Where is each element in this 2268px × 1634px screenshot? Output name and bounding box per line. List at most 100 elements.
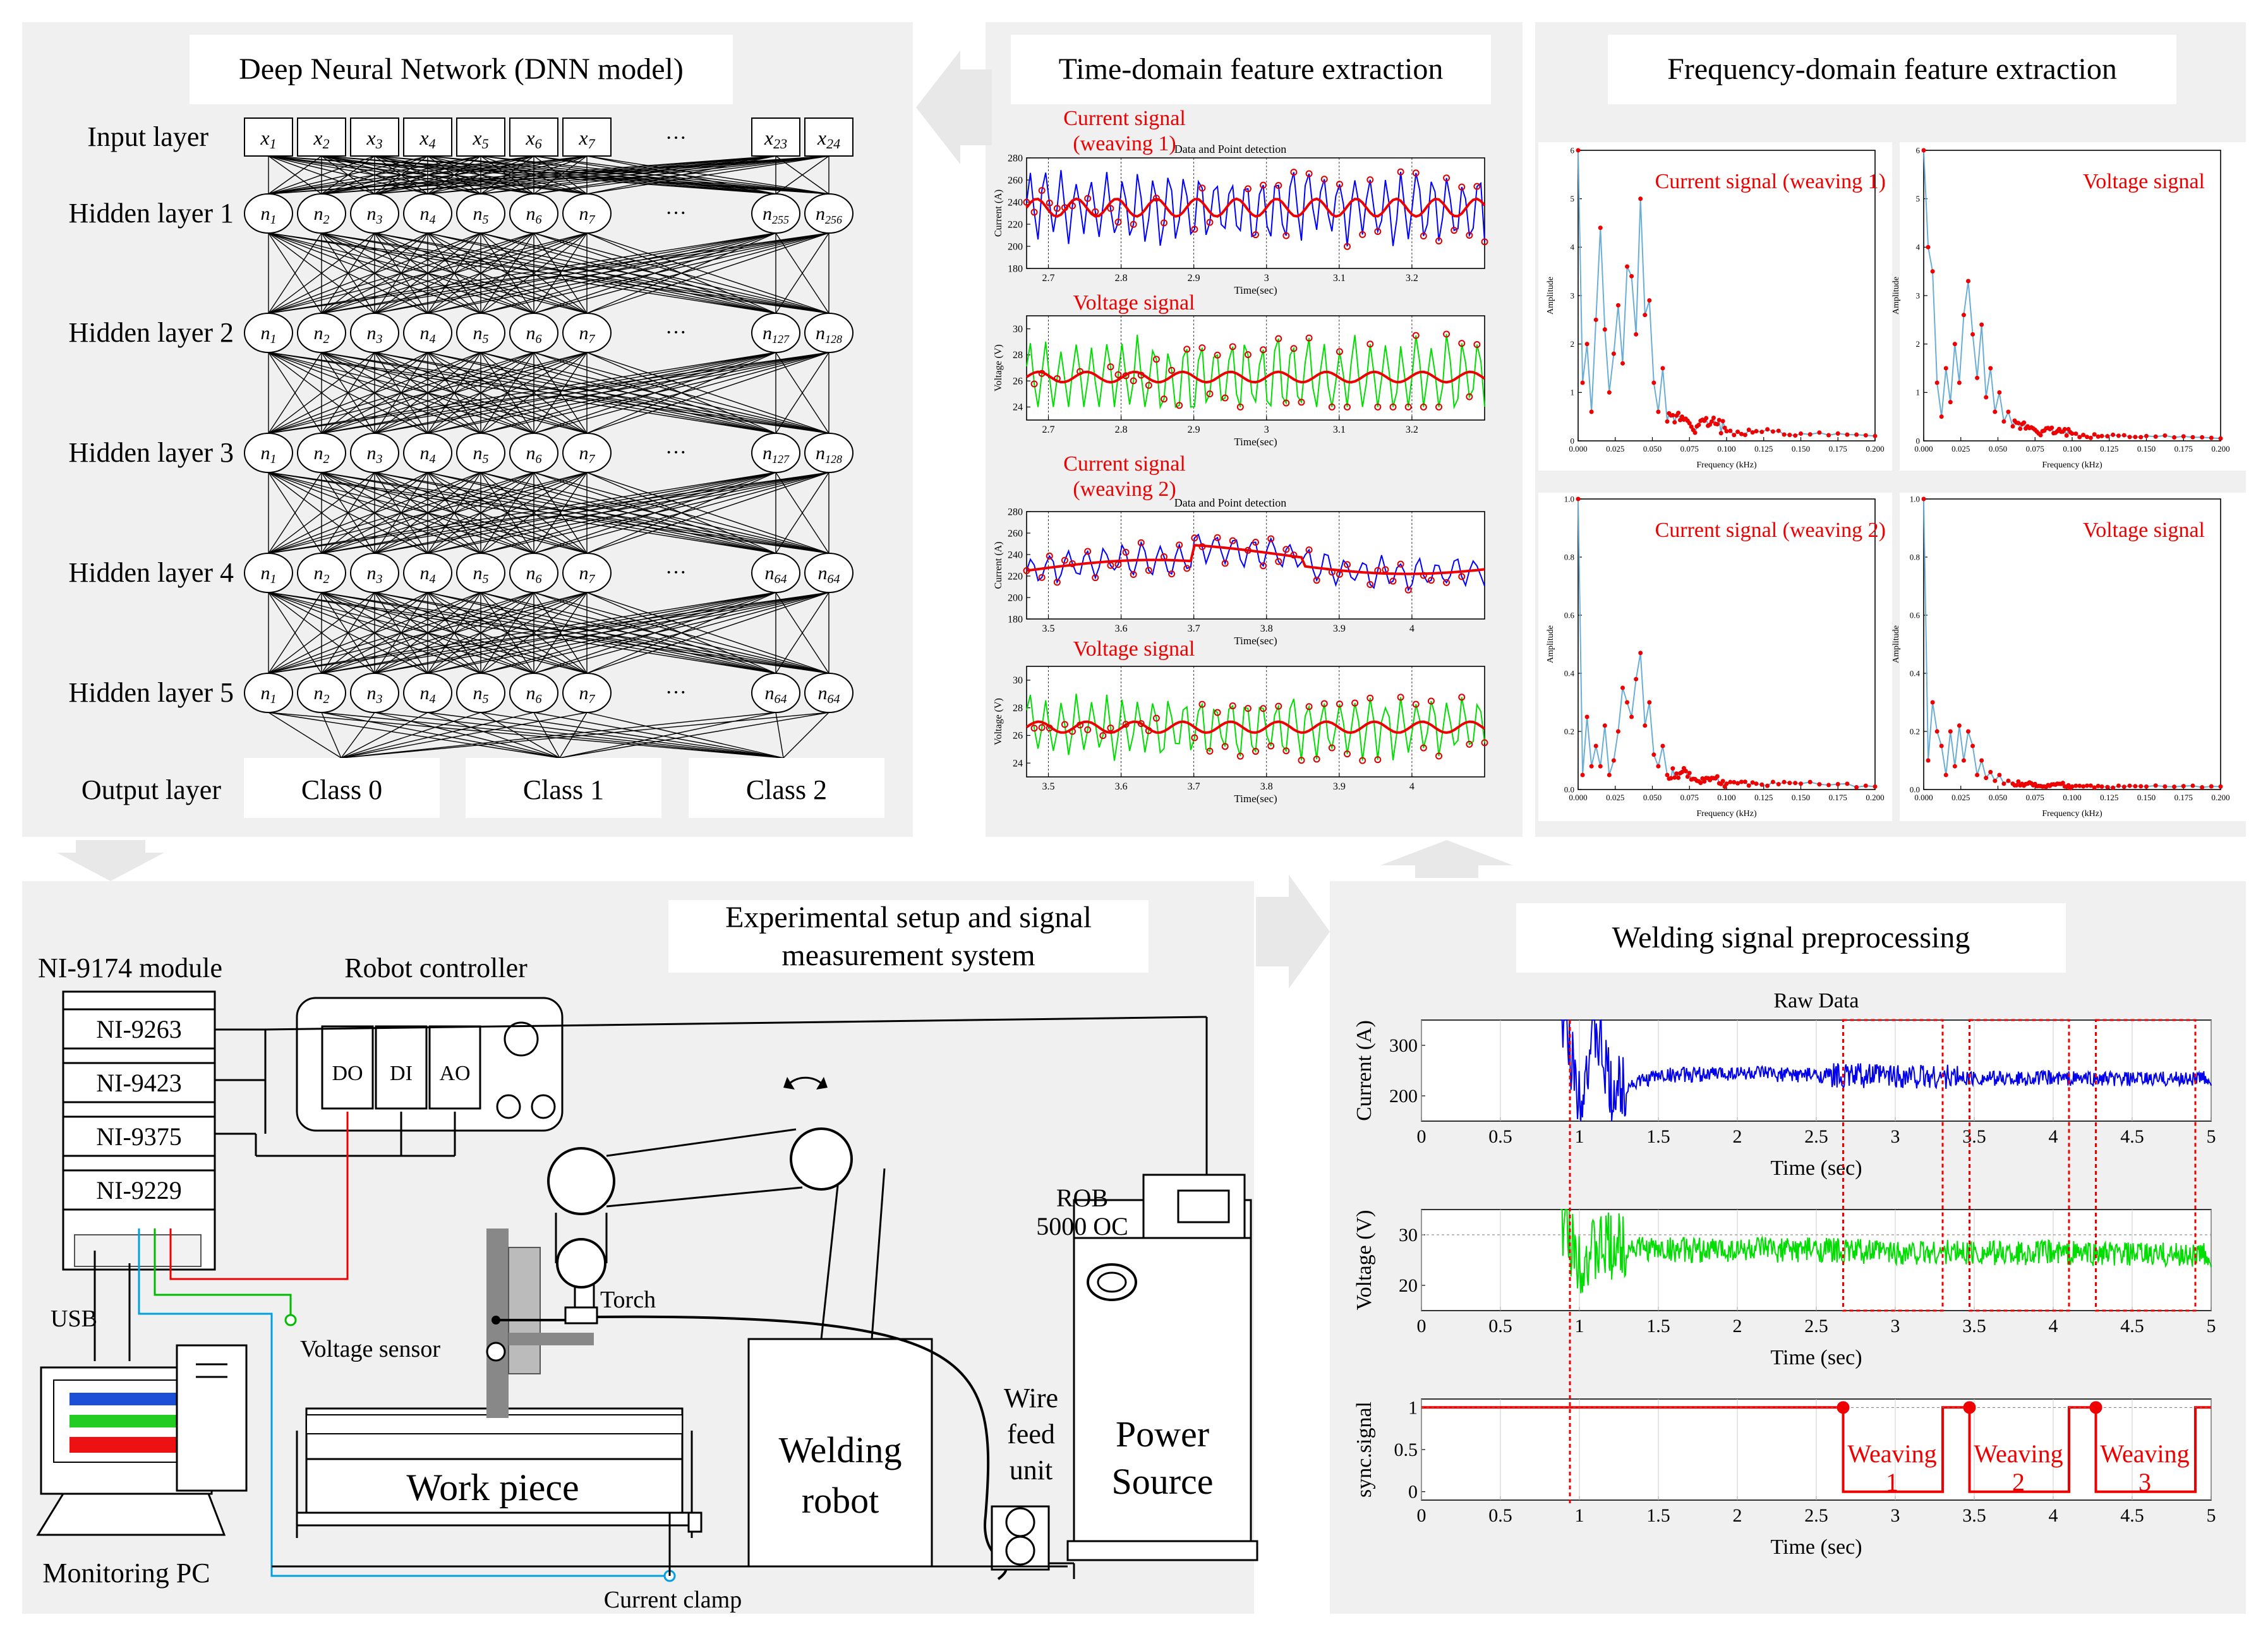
x-tick-label: 4.5 bbox=[2120, 1316, 2144, 1337]
x-tick-label: 0.025 bbox=[1606, 444, 1624, 454]
detected-point bbox=[1221, 743, 1229, 750]
weaving-window bbox=[1842, 1019, 1944, 1312]
detected-point bbox=[1122, 372, 1130, 380]
weaving-number: 1 bbox=[1886, 1468, 1898, 1496]
connection bbox=[341, 712, 375, 759]
spectrum-point bbox=[1724, 429, 1729, 434]
spectrum-point bbox=[2116, 433, 2121, 438]
hidden-node-subscript: 127 bbox=[772, 333, 790, 345]
spectrum-point bbox=[1687, 421, 1692, 426]
detected-point bbox=[1053, 579, 1061, 586]
x-tick-label: 4.5 bbox=[2120, 1505, 2144, 1526]
feed-roller bbox=[1005, 1535, 1035, 1566]
spectrum-point bbox=[1643, 313, 1648, 318]
hidden-node bbox=[804, 193, 854, 234]
spectrum-point bbox=[1759, 782, 1764, 787]
spectrum-point bbox=[1770, 779, 1775, 784]
spectrum-point bbox=[2172, 435, 2177, 440]
detected-point bbox=[1214, 709, 1221, 716]
connection bbox=[374, 232, 829, 314]
robot-joint bbox=[547, 1147, 615, 1215]
spectrum-point bbox=[1984, 776, 1989, 781]
x-tick-label: 0.100 bbox=[1717, 444, 1735, 454]
connection bbox=[341, 712, 588, 759]
connection bbox=[268, 155, 534, 195]
spectrum-point bbox=[1943, 772, 1948, 778]
hidden-node-subscript: 3 bbox=[376, 332, 383, 346]
spectrum-point bbox=[1845, 781, 1850, 786]
connection bbox=[533, 472, 829, 554]
detected-point bbox=[1336, 570, 1343, 578]
x-tick-label: 5 bbox=[2207, 1316, 2216, 1337]
x-tick-label: 4 bbox=[2049, 1316, 2058, 1337]
spectrum-point bbox=[2060, 781, 2065, 786]
spectrum-point bbox=[1939, 414, 1944, 419]
x-tick-label: 2 bbox=[1733, 1505, 1742, 1526]
x-tick-label: 3.5 bbox=[1962, 1505, 1986, 1526]
detected-point bbox=[1305, 703, 1313, 711]
spectrum-point bbox=[1704, 416, 1709, 421]
x-tick-label: 0.200 bbox=[2211, 444, 2229, 454]
connection bbox=[374, 232, 588, 314]
ni-module bbox=[62, 1115, 216, 1157]
spectrum-point bbox=[1921, 496, 1926, 502]
detected-point bbox=[1374, 567, 1382, 574]
detected-point bbox=[1366, 340, 1374, 348]
spectrum-point bbox=[1580, 772, 1585, 778]
ni-module bbox=[62, 1169, 216, 1211]
x-tick-label: 4 bbox=[1409, 623, 1414, 634]
spectrum-point bbox=[1651, 752, 1656, 757]
spectrum-point bbox=[1732, 779, 1737, 784]
detected-point bbox=[1344, 243, 1351, 250]
hidden-layer-label: Hidden layer 4 bbox=[69, 557, 234, 588]
connection bbox=[374, 712, 560, 759]
setup-title-line2: measurement system bbox=[781, 938, 1035, 972]
output-layer-label: Output layer bbox=[81, 774, 222, 805]
hidden-node bbox=[244, 673, 293, 713]
wire-feed-label: Wire bbox=[1004, 1383, 1058, 1414]
input-node-subscript: 1 bbox=[270, 136, 277, 152]
spectrum-point bbox=[1739, 431, 1744, 436]
hidden-node-subscript: 1 bbox=[270, 452, 277, 466]
detected-point bbox=[1145, 567, 1152, 574]
x-tick-label: 0.200 bbox=[2211, 793, 2229, 802]
spectrum-point bbox=[1698, 781, 1703, 786]
detected-point bbox=[1305, 170, 1313, 177]
detected-point bbox=[1267, 535, 1275, 543]
detected-point bbox=[1305, 546, 1313, 554]
spectrum-point bbox=[1746, 783, 1751, 788]
spectrum-point bbox=[2096, 783, 2101, 788]
connection bbox=[533, 155, 829, 195]
arrow-down-icon bbox=[57, 840, 164, 881]
x-tick-label: 0.5 bbox=[1488, 1126, 1512, 1147]
sync-marker bbox=[1837, 1401, 1850, 1414]
y-tick-label: 240 bbox=[1008, 197, 1023, 208]
hidden-node-subscript: 256 bbox=[825, 213, 842, 226]
detected-point bbox=[1290, 169, 1298, 176]
spectrum-point bbox=[2073, 783, 2078, 788]
x-tick-label: 3 bbox=[1891, 1126, 1900, 1147]
y-tick-label: 0.4 bbox=[1910, 668, 1921, 678]
x-tick-label: 1 bbox=[1575, 1316, 1584, 1337]
x-tick-label: 0 bbox=[1417, 1316, 1427, 1337]
hidden-node-subscript: 3 bbox=[376, 572, 383, 586]
spectrum-point bbox=[1676, 775, 1681, 780]
io-block bbox=[375, 1025, 428, 1110]
hidden-node bbox=[751, 673, 800, 713]
hidden-node-subscript: 6 bbox=[536, 452, 542, 466]
detected-point bbox=[1198, 184, 1206, 192]
power-source-label: Power bbox=[1116, 1414, 1209, 1455]
weaving-number: 2 bbox=[2012, 1468, 2025, 1496]
hidden-node bbox=[804, 553, 854, 593]
spectrum-point bbox=[2073, 431, 2078, 436]
spectrum-point bbox=[1746, 428, 1751, 433]
hidden-node-subscript: 3 bbox=[376, 452, 383, 466]
x-tick-label: 3.9 bbox=[1333, 781, 1346, 792]
detected-point bbox=[1298, 399, 1305, 406]
y-tick-label: 0.4 bbox=[1564, 668, 1575, 678]
plot-area bbox=[1577, 150, 1876, 442]
spectrum-point bbox=[1674, 771, 1679, 776]
y-tick-label: 0.8 bbox=[1564, 552, 1574, 562]
